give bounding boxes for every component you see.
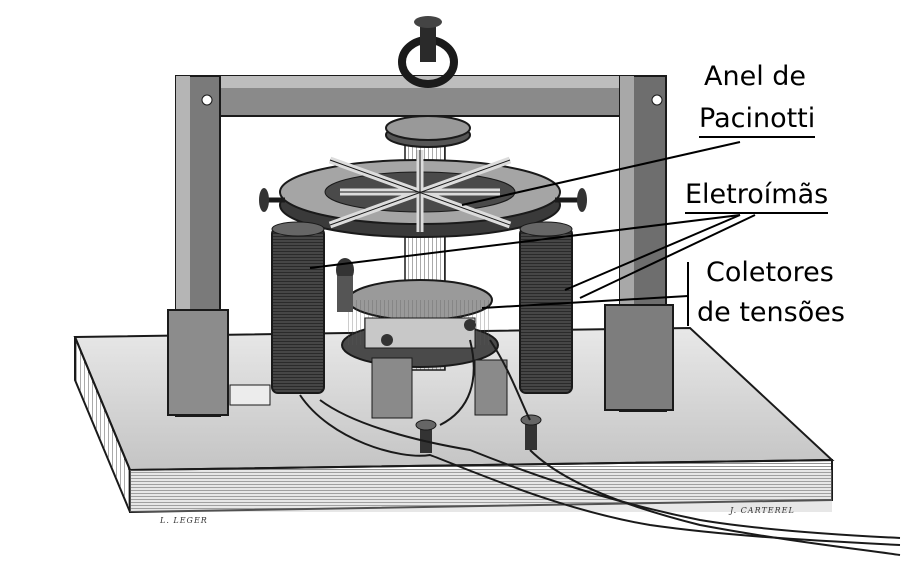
leader-eletroimas-b xyxy=(564,214,741,291)
terminals xyxy=(229,384,542,453)
label-eletroimas-text: Eletroímãs xyxy=(685,179,829,214)
leader-lines xyxy=(309,141,756,326)
label-anel-line1: Anel de xyxy=(704,61,807,92)
leader-eletroimas-a xyxy=(309,214,741,269)
wooden-frame xyxy=(167,75,674,417)
engraver-signature-right: J. CARTEREL xyxy=(730,506,795,515)
voltage-collectors xyxy=(336,258,508,419)
top-screw xyxy=(398,16,458,130)
pulley xyxy=(385,115,471,148)
leader-anel xyxy=(461,141,741,206)
engraver-signature-left: L. LEGER xyxy=(160,516,208,525)
label-coletores-line2: de tensões xyxy=(697,297,845,328)
electromagnet-right xyxy=(519,221,573,394)
wires xyxy=(299,339,901,556)
electromagnet-left xyxy=(271,221,325,394)
leader-coletores xyxy=(481,295,689,309)
pacinotti-ring xyxy=(259,150,587,238)
label-anel-line2: Pacinotti xyxy=(699,103,816,138)
label-anel-pacinotti: Pacinotti xyxy=(699,103,816,138)
label-coletores-line1: Coletores xyxy=(706,257,834,288)
leader-eletroimas-c xyxy=(579,214,756,299)
label-eletroimas: Eletroímãs xyxy=(685,179,829,214)
